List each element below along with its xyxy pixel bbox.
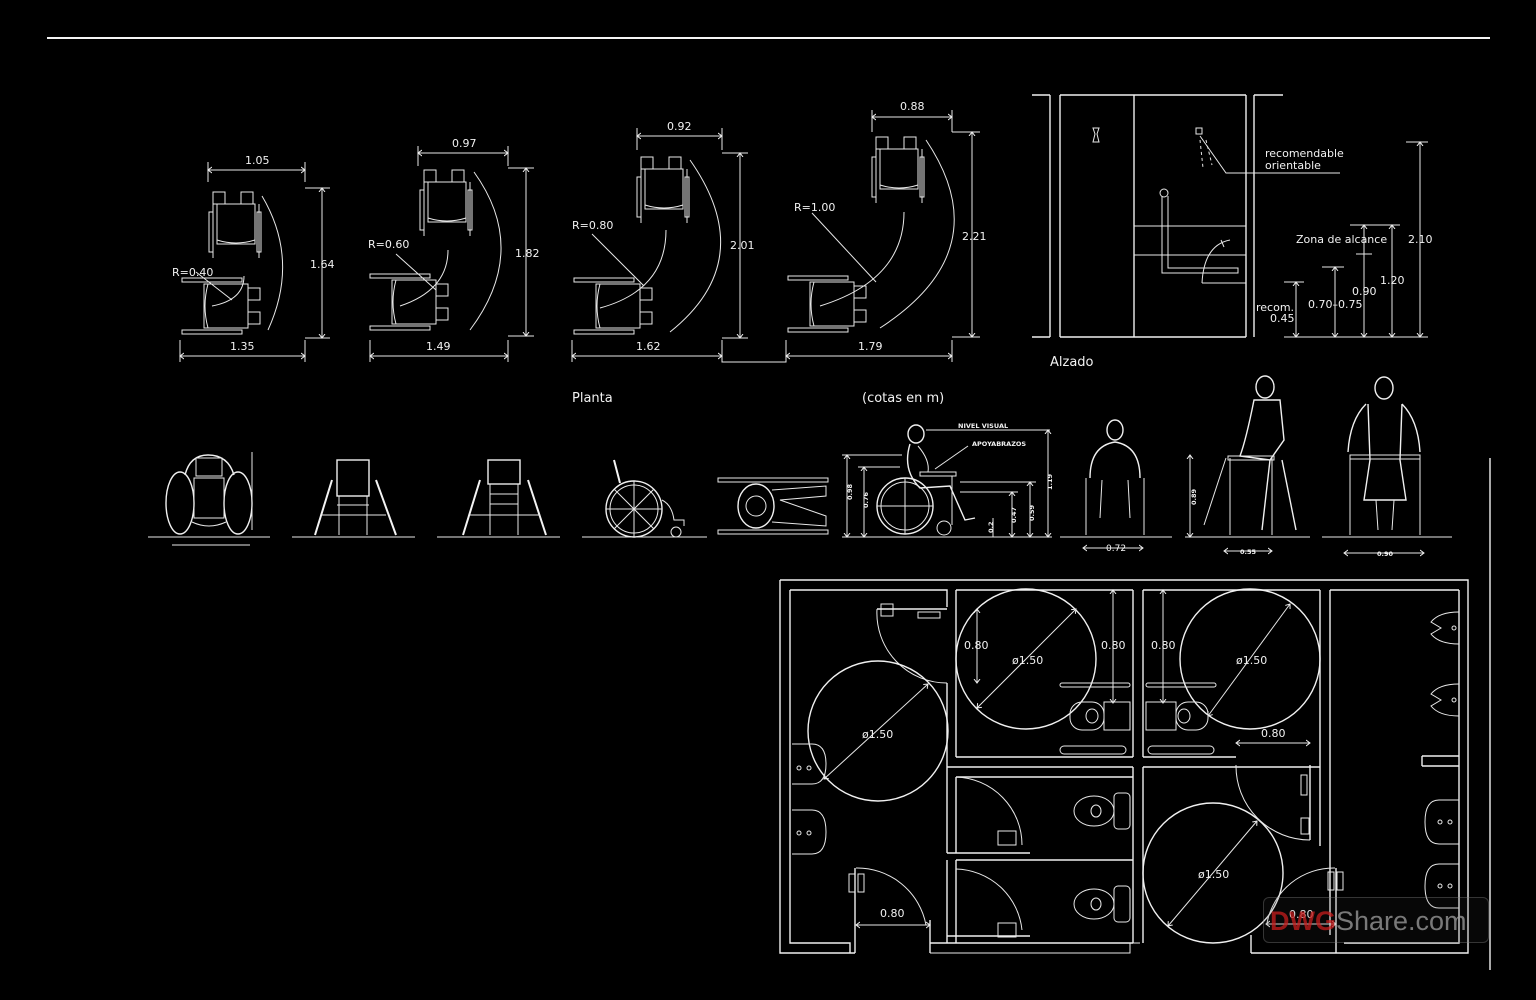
dim-090-frame: 0.90 xyxy=(1377,550,1394,558)
dim-02: 0.2 xyxy=(987,521,995,533)
dim-076: 0.76 xyxy=(862,491,870,508)
wheelchair-user-side-dims: NIVEL VISUAL APOYABRAZOS 0.98 0.76 0.2 0… xyxy=(842,422,1054,537)
watermark-brand-grey: Share.com xyxy=(1335,906,1467,936)
dim-width-top: 0.88 xyxy=(900,100,925,113)
dim-height: 1.82 xyxy=(515,247,540,260)
wheelchair-front-view xyxy=(148,452,270,546)
wheelchair-rear-view-1 xyxy=(292,459,415,538)
wheelchair-top-view-person xyxy=(717,477,829,535)
turning-circle-label: ø1.50 xyxy=(1012,654,1043,667)
dim-080: 0.80 xyxy=(1261,727,1286,740)
dim-072: 0.72 xyxy=(1106,544,1126,554)
recommend-label: recomendable xyxy=(1265,147,1344,160)
dim-radius: R=0.80 xyxy=(572,219,613,232)
dim-119: 1.19 xyxy=(1046,473,1054,490)
apoyabrazos-label: APOYABRAZOS xyxy=(972,440,1026,448)
grab-bar xyxy=(1145,682,1217,688)
elevation-view: recomendable orientable recom. 0.45 0.70… xyxy=(1032,94,1433,370)
recom-label: recom. xyxy=(1256,301,1294,314)
dim-table-height: 0.70–0.75 xyxy=(1308,298,1362,311)
dim-055: 0.55 xyxy=(1240,548,1257,556)
dim-width-top: 1.05 xyxy=(245,154,270,167)
units-note: (cotas en m) xyxy=(862,391,944,406)
dim-080: 0.80 xyxy=(1289,908,1314,921)
dim-recom: 0.45 xyxy=(1270,312,1295,325)
dim-059: 0.59 xyxy=(1028,504,1036,521)
dim-radius: R=1.00 xyxy=(794,201,835,214)
dim-098: 0.98 xyxy=(846,483,854,500)
turning-circle-label: ø1.50 xyxy=(862,728,893,741)
dim-radius: R=0.60 xyxy=(368,238,409,251)
sink-icon xyxy=(792,743,827,785)
urinal-icon xyxy=(1430,611,1460,645)
dim-width-bottom: 1.49 xyxy=(426,340,451,353)
person-with-walker: 0.89 0.55 xyxy=(1185,375,1310,556)
dim-090: 0.90 xyxy=(1352,285,1377,298)
turning-circle-label: ø1.50 xyxy=(1198,868,1229,881)
shower-head-icon xyxy=(1195,127,1203,135)
person-with-frame: 0.90 xyxy=(1322,376,1452,558)
dim-height: 1.64 xyxy=(310,258,335,271)
toilet-icon xyxy=(1073,792,1131,830)
dim-width-bottom: 1.62 xyxy=(636,340,661,353)
dwgshare-watermark: DWGShare.com xyxy=(1263,897,1489,943)
orientable-label: orientable xyxy=(1265,159,1321,172)
dim-210: 2.10 xyxy=(1408,233,1433,246)
toilet-icon xyxy=(1069,701,1131,731)
dim-width-bottom: 1.35 xyxy=(230,340,255,353)
alzado-label: Alzado xyxy=(1050,355,1094,370)
reach-zone-hatch xyxy=(1133,225,1247,256)
dim-120: 1.20 xyxy=(1380,274,1405,287)
urinal-icon xyxy=(1430,683,1460,717)
toilet-icon xyxy=(1145,701,1209,731)
dim-height: 2.01 xyxy=(730,239,755,252)
dim-089: 0.89 xyxy=(1190,488,1198,505)
dim-width-top: 0.92 xyxy=(667,120,692,133)
dim-080: 0.80 xyxy=(964,639,989,652)
planta-label: Planta xyxy=(572,391,613,406)
shower-head-icon xyxy=(1092,127,1100,143)
turning-circle-label: ø1.50 xyxy=(1236,654,1267,667)
dim-height: 2.21 xyxy=(962,230,987,243)
dim-radius: R=0.40 xyxy=(172,266,213,279)
turning-plan-3: 0.92 R=0.80 2.01 1.62 xyxy=(572,120,787,363)
dim-080: 0.80 xyxy=(1151,639,1176,652)
nivel-visual-label: NIVEL VISUAL xyxy=(958,422,1008,430)
wheelchair-rear-view-2 xyxy=(437,459,560,538)
dim-080: 0.80 xyxy=(880,907,905,920)
watermark-brand-red: DWG xyxy=(1270,906,1336,936)
turning-plan-4: 0.88 R=1.00 2.21 1.79 xyxy=(786,100,987,362)
sink-icon xyxy=(1424,799,1459,845)
dim-width-top: 0.97 xyxy=(452,137,477,150)
turning-plan-2: 0.97 R=0.60 1.82 1.49 xyxy=(368,137,540,362)
dim-047: 0.47 xyxy=(1010,507,1018,523)
turning-plan-1: 1.05 R=0.40 1.64 1.35 xyxy=(172,154,335,362)
wheelchair-side-view xyxy=(582,459,707,538)
grab-bar xyxy=(1161,196,1239,274)
dim-080: 0.80 xyxy=(1101,639,1126,652)
sink-icon xyxy=(1424,863,1459,909)
reach-zone-label: Zona de alcance xyxy=(1296,233,1387,246)
accessible-restroom-plan: ø1.50 ø1.50 ø1.50 ø1.50 0.80 0.80 0.80 0… xyxy=(779,579,1469,954)
sink-icon xyxy=(792,809,827,855)
wheelchair-user-front: 0.72 xyxy=(1060,419,1172,554)
toilet-icon xyxy=(1073,885,1131,923)
grab-bar xyxy=(1059,682,1131,688)
dim-width-bottom: 1.79 xyxy=(858,340,883,353)
